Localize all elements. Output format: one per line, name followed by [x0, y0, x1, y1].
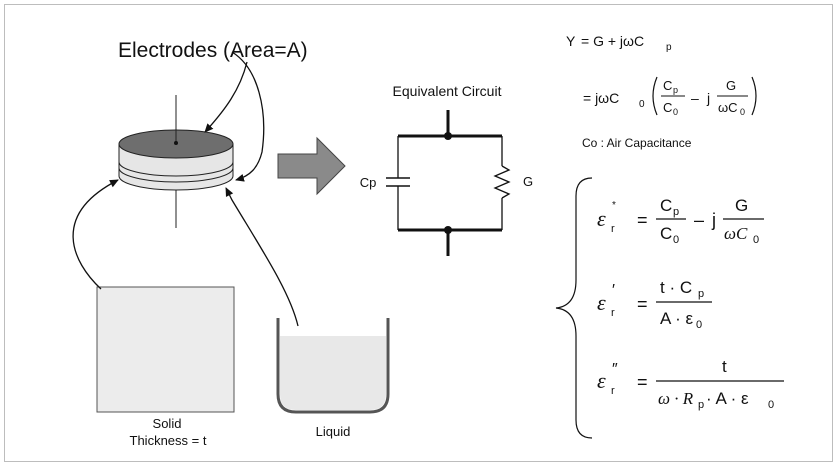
arrow-to-top-electrode: [204, 61, 248, 133]
eps-dprime-mark: ″: [612, 361, 618, 378]
eq1-frac1-num-sub: p: [673, 206, 679, 218]
admittance-equation: Y = G + jωC p: [566, 33, 672, 53]
arrow-to-bottom-electrode: [231, 51, 265, 182]
jwc0-text: = jωC: [583, 90, 619, 106]
frac2-num: G: [726, 78, 736, 93]
eq1-frac1-num: C: [660, 196, 672, 215]
real-permittivity-eq: ε r ′ = t · C p A · ε 0: [597, 278, 712, 331]
y-rhs: = G + jωC: [581, 33, 644, 49]
y-symbol: Y: [566, 33, 576, 49]
bottom-node-dot: [444, 226, 452, 234]
eq1-equals: =: [637, 210, 648, 230]
left-paren: [652, 76, 658, 116]
equivalent-circuit-title: Equivalent Circuit: [393, 83, 502, 99]
top-node-dot: [444, 132, 452, 140]
curly-brace: [555, 177, 593, 439]
electrode-disk: [118, 95, 234, 228]
electrodes-label: Electrodes (Area=A): [118, 39, 308, 62]
eps-dprime: ε: [597, 368, 606, 393]
expanded-admittance-equation: = jωC 0 C p C 0 – j G ωC 0: [583, 76, 757, 117]
right-paren: [751, 76, 757, 116]
eq2-num: t · C: [660, 278, 692, 297]
imaginary-permittivity-eq: ε r ″ = t ω · R p · A · ε 0: [597, 357, 784, 411]
eq1-j: j: [711, 210, 716, 230]
liquid-fill: [280, 336, 386, 410]
j-symbol: j: [706, 90, 710, 106]
eq2-den-sub: 0: [696, 319, 702, 331]
eps-star-sup: *: [612, 200, 616, 211]
cp-label: Cp: [360, 175, 377, 190]
y-rhs-sub: p: [666, 42, 672, 53]
solid-sample: [96, 286, 235, 413]
lower-electrode-edge: [118, 161, 234, 177]
frac1-den-c: C: [663, 100, 672, 115]
co-note: Co : Air Capacitance: [582, 136, 692, 150]
lower-electrode-edge-2: [118, 167, 234, 183]
eps-prime-sub: r: [611, 307, 615, 319]
eq2-den: A · ε: [660, 309, 694, 328]
solid-label: Solid: [153, 416, 182, 431]
lead-contact-dot: [174, 141, 178, 145]
diagram-frame: [4, 4, 833, 462]
frac2-den: ωC: [718, 100, 738, 115]
arrow-liquid-to-disk: [225, 187, 299, 327]
eq3-den-rest: · A · ε: [706, 389, 749, 408]
eps-prime-mark: ′: [612, 282, 615, 299]
thickness-label: Thickness = t: [130, 433, 207, 448]
eq1-frac2-den: ωC: [724, 224, 748, 243]
eq2-num-sub: p: [698, 288, 704, 300]
eq1-minus: –: [694, 210, 704, 230]
resistor-zigzag: [493, 165, 511, 199]
jwc0-sub: 0: [639, 99, 645, 110]
eq3-den-omega: ω · R: [658, 389, 694, 408]
frac2-den-sub: 0: [740, 107, 745, 117]
eq3-den-sub-0: 0: [768, 399, 774, 411]
eq1-frac1-den-sub: 0: [673, 234, 679, 246]
eps-star-sub: r: [611, 223, 615, 235]
eps-dprime-sub: r: [611, 385, 615, 397]
beaker-wall: [276, 318, 390, 414]
complex-permittivity-eq: ε r * = C p C 0 – j G ωC 0: [597, 196, 764, 246]
eq3-den-sub-p: p: [698, 399, 704, 411]
eq1-frac2-den-sub: 0: [753, 234, 759, 246]
eq1-frac1-den: C: [660, 224, 672, 243]
eps-star: ε: [597, 206, 606, 231]
eq1-frac2-num: G: [735, 196, 748, 215]
frac1-num-sub: p: [673, 85, 678, 95]
frac1-den-sub: 0: [673, 107, 678, 117]
equivalent-circuit: [386, 110, 511, 256]
liquid-container: [276, 318, 390, 414]
eps-prime: ε: [597, 290, 606, 315]
eq2-equals: =: [637, 294, 648, 314]
arrow-solid-to-disk: [72, 179, 119, 290]
g-label: G: [523, 174, 533, 189]
liquid-label: Liquid: [316, 424, 351, 439]
flow-arrow-icon: [277, 136, 346, 196]
frac1-num-c: C: [663, 78, 672, 93]
minus-sign: –: [691, 90, 699, 106]
eq3-num: t: [722, 357, 727, 376]
eq3-equals: =: [637, 372, 648, 392]
